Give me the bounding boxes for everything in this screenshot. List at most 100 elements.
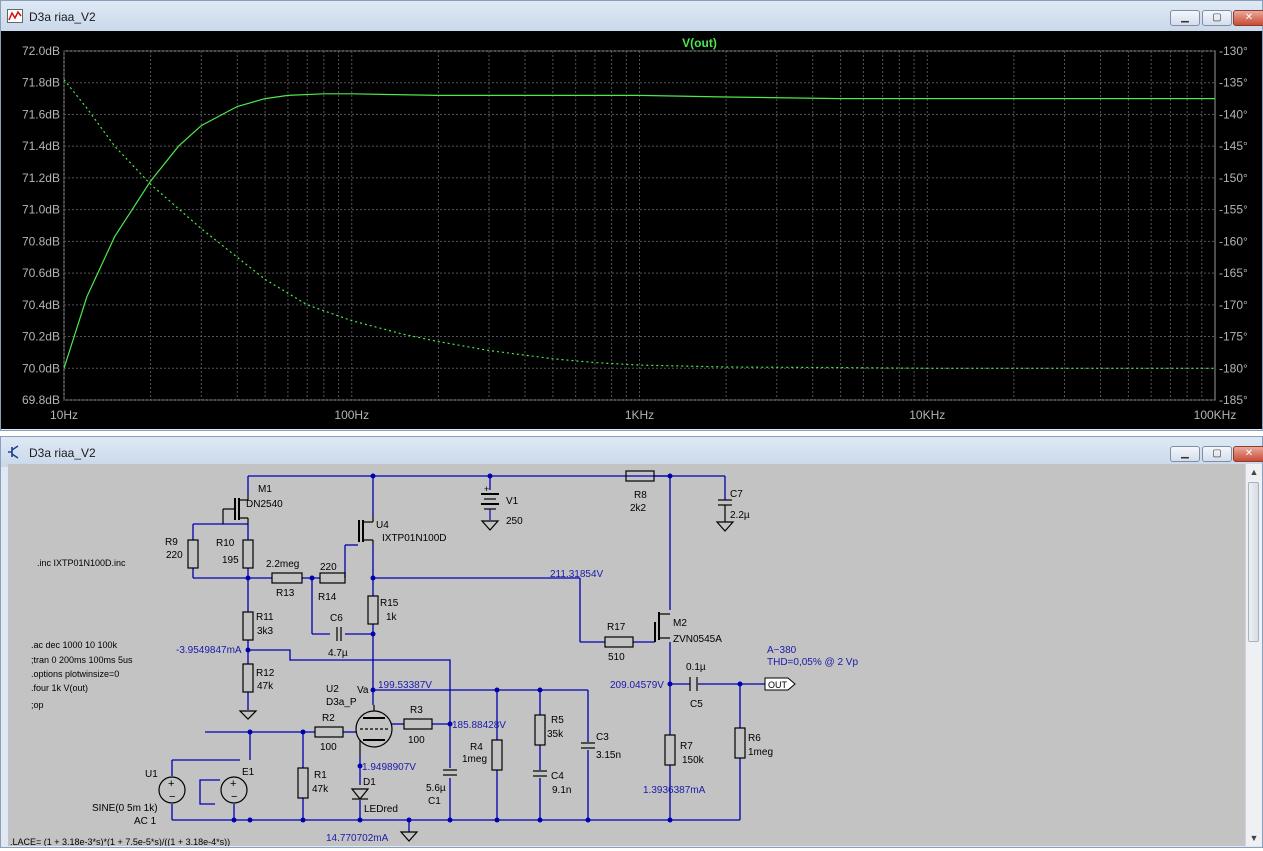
r5-value: 35k [547, 729, 564, 740]
r12-ref: R12 [256, 668, 275, 679]
include-directive: .inc IXTP01N100D.inc [37, 558, 126, 568]
m1-ref: M1 [258, 484, 272, 495]
r13-value: 2.2meg [266, 559, 299, 570]
source-signs: +− +− + [168, 484, 489, 803]
c5-ref: C5 [690, 699, 703, 710]
schematic-drawing: +− +− + M1 DN2540 U4 IXTP01N100D V1 250 … [10, 470, 858, 847]
ac-directive: .ac dec 1000 10 100k [31, 640, 118, 650]
close-button[interactable]: ✕ [1233, 10, 1263, 26]
minimize-button[interactable]: ▁ [1170, 446, 1200, 462]
e1-ref: E1 [242, 767, 255, 778]
y-right-tick-label: -135° [1219, 76, 1248, 90]
plot-window: D3a riaa_V2 ▁ ▢ ✕ 72.0dB-130°71.8dB-135°… [0, 0, 1263, 431]
u1-ac: AC 1 [134, 816, 157, 827]
voltage-209: 209.04579V [610, 680, 664, 691]
y-left-tick-label: 71.0dB [22, 203, 60, 217]
r9-value: 220 [166, 550, 183, 561]
u2-ref: U2 [326, 684, 339, 695]
y-right-tick-label: -160° [1219, 234, 1248, 248]
u1-source: SINE(0 5m 1k) [92, 803, 158, 814]
schematic-canvas[interactable]: +− +− + M1 DN2540 U4 IXTP01N100D V1 250 … [8, 464, 1245, 847]
plot-area[interactable]: 72.0dB-130°71.8dB-135°71.6dB-140°71.4dB-… [1, 31, 1262, 429]
y-right-tick-label: -165° [1219, 266, 1248, 280]
y-left-tick-label: 70.4dB [22, 298, 60, 312]
y-right-tick-label: -175° [1219, 330, 1248, 344]
maximize-button[interactable]: ▢ [1202, 10, 1232, 26]
current-r11: -3.9549847mA [176, 645, 242, 656]
d1-model: LEDred [364, 804, 398, 815]
c4-value: 9.1n [552, 785, 571, 796]
v1-value: 250 [506, 516, 523, 527]
plot-window-titlebar[interactable]: D3a riaa_V2 ▁ ▢ ✕ [1, 1, 1263, 31]
r8-ref: R8 [634, 490, 647, 501]
tran-directive: ;tran 0 200ms 100ms 5us [31, 655, 133, 665]
svg-text:+: + [168, 778, 174, 790]
c7-value: 2.2µ [730, 510, 750, 521]
c3-value: 3.15n [596, 750, 621, 761]
r6-ref: R6 [748, 733, 761, 744]
r10-value: 195 [222, 555, 239, 566]
y-left-tick-label: 72.0dB [22, 44, 60, 58]
plot-window-title: D3a riaa_V2 [29, 10, 96, 24]
out-label: OUT [768, 680, 788, 690]
v1-ref: V1 [506, 496, 519, 507]
maximize-button[interactable]: ▢ [1202, 446, 1232, 462]
r9-ref: R9 [165, 537, 178, 548]
voltage-grid: 185.88428V [452, 720, 506, 731]
gain-note: A~380 [767, 645, 797, 656]
svg-text:+: + [230, 778, 236, 790]
four-directive: .four 1k V(out) [31, 683, 88, 693]
x-tick-label: 10KHz [909, 408, 945, 422]
op-directive: ;op [31, 700, 44, 710]
y-right-tick-label: -140° [1219, 107, 1248, 121]
r11-ref: R11 [256, 612, 274, 623]
x-tick-label: 100Hz [334, 408, 369, 422]
r12-value: 47k [257, 681, 274, 692]
minimize-button[interactable]: ▁ [1170, 10, 1200, 26]
r3-value: 100 [408, 735, 425, 746]
m2-ref: M2 [673, 618, 687, 629]
r5-ref: R5 [551, 715, 564, 726]
y-left-tick-label: 70.6dB [22, 266, 60, 280]
options-directive: .options plotwinsize=0 [31, 669, 119, 679]
u4-ref: U4 [376, 520, 389, 531]
r11-value: 3k3 [257, 626, 274, 637]
waveform-icon [7, 9, 23, 23]
scrollbar-thumb[interactable] [1248, 482, 1259, 642]
c1-value: 5.6µ [426, 783, 446, 794]
u2-pin: Va [357, 685, 369, 696]
scroll-up-icon[interactable]: ▲ [1249, 467, 1259, 477]
schematic-window-title: D3a riaa_V2 [29, 446, 96, 460]
r2-value: 100 [320, 742, 337, 753]
r17-value: 510 [608, 652, 625, 663]
u1-ref: U1 [145, 769, 158, 780]
c6-ref: C6 [330, 613, 343, 624]
r14-ref: R14 [318, 592, 337, 603]
close-button[interactable]: ✕ [1233, 446, 1263, 462]
u4-model: IXTP01N100D [382, 533, 446, 544]
vertical-scrollbar[interactable]: ▲ ▼ [1245, 464, 1262, 846]
c5-value: 0.1µ [686, 662, 706, 673]
laplace-directive: .LACE= (1 + 3.18e-3*s)*(1 + 7.5e-5*s)/((… [10, 837, 230, 846]
y-left-tick-label: 71.6dB [22, 107, 60, 121]
thd-note: THD=0,05% @ 2 Vp [767, 657, 858, 668]
r7-ref: R7 [680, 741, 693, 752]
m1-model: DN2540 [246, 499, 283, 510]
scroll-down-icon[interactable]: ▼ [1249, 833, 1259, 843]
r4-value: 1meg [462, 754, 487, 765]
y-left-tick-label: 71.4dB [22, 139, 60, 153]
r2-ref: R2 [322, 713, 335, 724]
schematic-window-titlebar[interactable]: D3a riaa_V2 ▁ ▢ ✕ [1, 437, 1263, 467]
y-left-tick-label: 70.2dB [22, 330, 60, 344]
svg-text:−: − [231, 791, 237, 803]
r1-ref: R1 [314, 770, 327, 781]
svg-text:−: − [169, 791, 175, 803]
transistor-icon [8, 445, 19, 459]
r14-value: 220 [320, 562, 337, 573]
current-m2: 1.3936387mA [643, 785, 706, 796]
r6-value: 1meg [748, 747, 773, 758]
y-right-tick-label: -150° [1219, 171, 1248, 185]
y-right-tick-label: -145° [1219, 139, 1248, 153]
x-tick-label: 10Hz [50, 408, 78, 422]
c7-ref: C7 [730, 489, 743, 500]
